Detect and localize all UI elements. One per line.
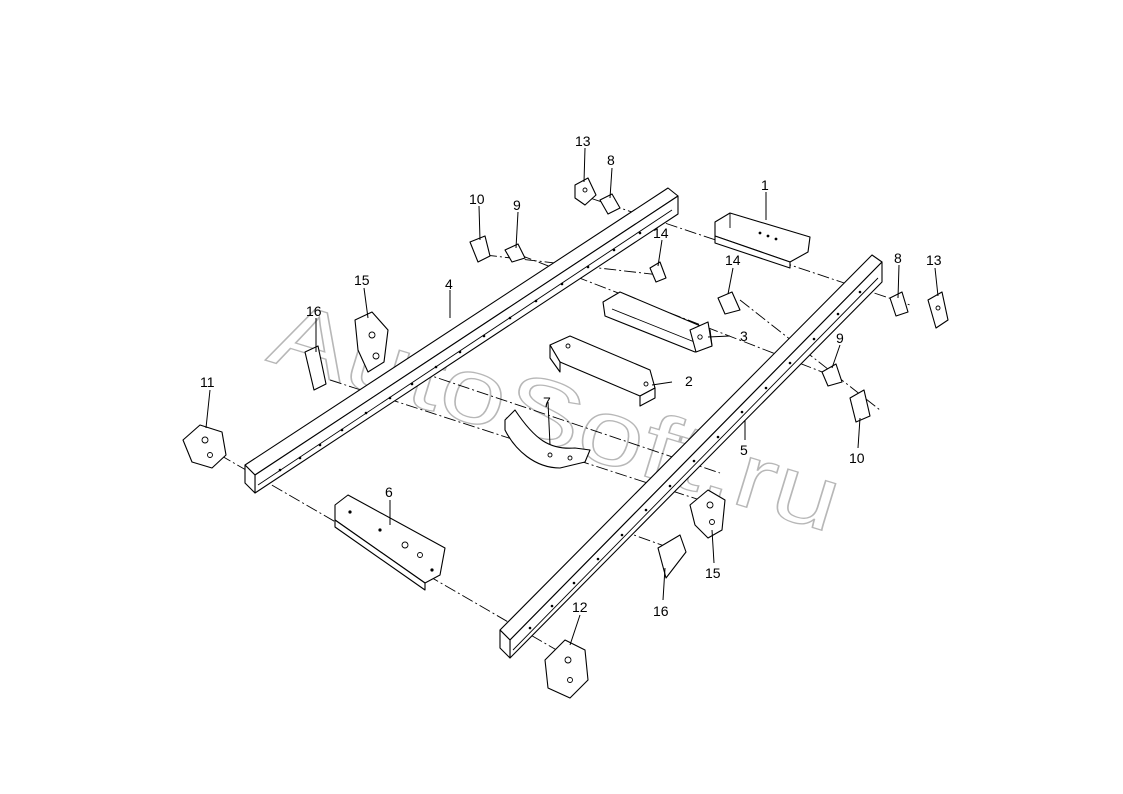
callout-8-left: 8 [607,152,615,168]
bracket-8-right [889,291,909,317]
bracket-10-right [849,389,871,423]
curved-crossmember-7 [504,409,591,469]
bracket-9-left [504,243,526,263]
callout-12: 12 [572,599,588,615]
tubular-crossmember-3 [602,291,713,353]
front-crossmember [714,212,811,269]
callout-13-left: 13 [575,133,591,149]
bracket-8-left [599,193,621,215]
callout-3: 3 [740,328,748,344]
spring-hanger-15-left [354,311,389,373]
callout-15-left: 15 [354,272,370,288]
rear-hanger-12 [544,639,589,699]
callout-16-right: 16 [653,603,669,619]
callouts: 1 2 3 4 5 6 7 8 8 9 9 10 10 11 12 13 13 … [200,133,942,619]
callout-14-left: 14 [653,225,669,241]
bracket-13-left [574,177,597,206]
callout-9-right: 9 [836,330,844,346]
callout-1: 1 [761,177,769,193]
bracket-16-left [304,345,327,391]
bracket-14-left [649,261,667,283]
rear-crossmember-6 [334,494,446,591]
crossmember-2 [549,335,656,407]
callout-6: 6 [385,484,393,500]
front-hanger-11 [182,424,227,469]
callout-16-left: 16 [306,303,322,319]
callout-7: 7 [543,394,551,410]
bracket-14-right [717,291,741,315]
callout-10-right: 10 [849,450,865,466]
callout-8-right: 8 [894,250,902,266]
left-side-rail [244,187,679,494]
callout-13-right: 13 [926,252,942,268]
callout-2: 2 [685,373,693,389]
callout-5: 5 [740,442,748,458]
bracket-13-right [927,291,949,329]
bracket-9-right [821,363,843,387]
spring-hanger-15-right [689,489,726,539]
right-side-rail [499,254,883,659]
callout-4: 4 [445,276,453,292]
callout-11: 11 [200,374,215,390]
callout-14-right: 14 [725,252,741,268]
callout-10-left: 10 [469,191,485,207]
callout-15-right: 15 [705,565,721,581]
rail-holes-left [278,231,642,472]
rail-holes-right [528,290,862,630]
leader-lines [205,147,939,646]
bracket-16-right [657,534,687,579]
callout-9-left: 9 [513,197,521,213]
